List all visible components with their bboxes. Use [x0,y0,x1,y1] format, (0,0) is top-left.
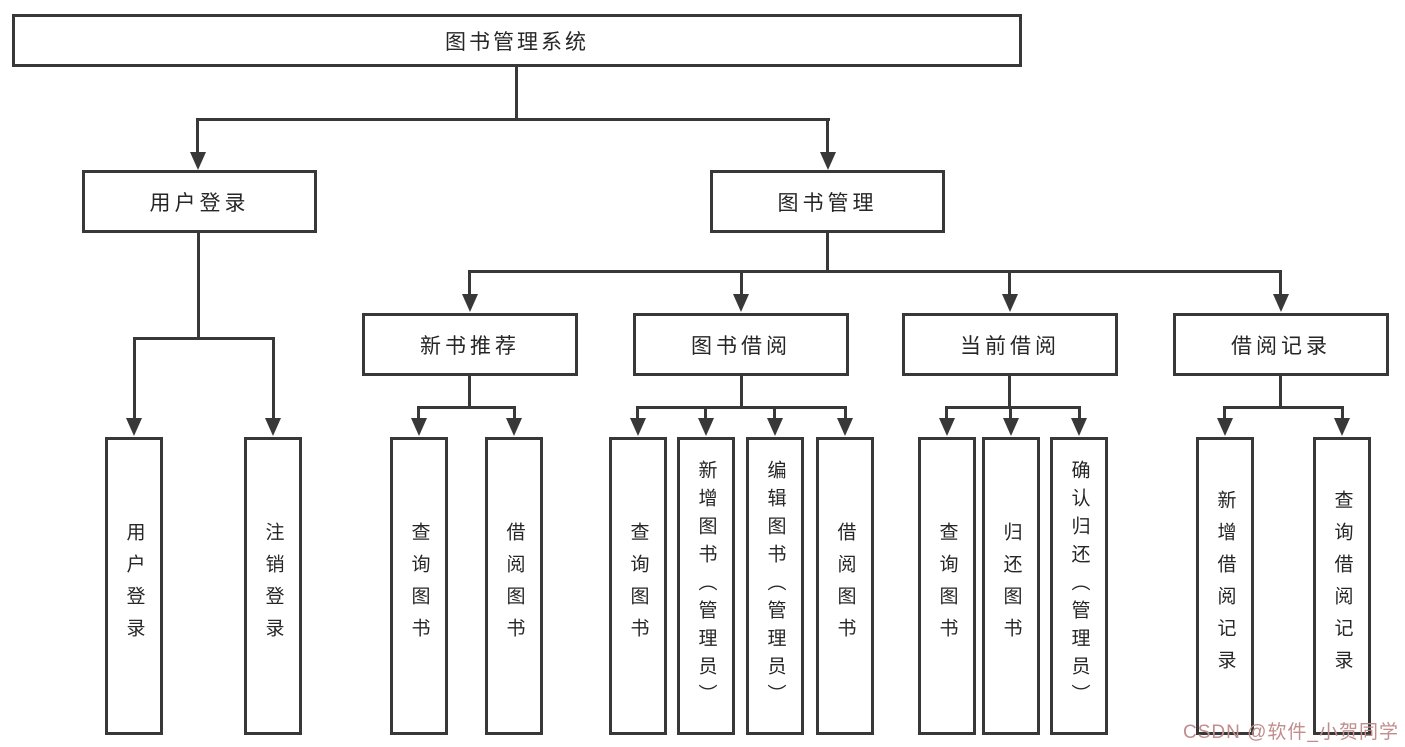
leaf-query-book-current: 查询图书 [918,437,976,735]
leaf-edit-book-admin: 编辑图书（管理员） [746,437,804,735]
leaf-query-book-borrow: 查询图书 [609,437,667,735]
arrowhead-down-icon [126,418,142,436]
connector-shaft [844,406,847,420]
connector-shaft [826,118,829,154]
leaf-add-book-admin: 新增图书（管理员） [677,437,735,735]
arrowhead-down-icon [698,418,714,436]
connector-shaft [1223,406,1226,420]
arrowhead-down-icon [1071,418,1087,436]
connector-stem [1008,376,1011,409]
leaf-label: 用户登录 [123,522,145,650]
connector-crossbar [133,337,275,340]
node-user-login: 用户登录 [82,170,317,233]
connector-shaft [1279,270,1282,296]
connector-shaft [945,406,948,420]
arrowhead-down-icon [837,418,853,436]
connector-shaft [513,406,516,420]
connector-shaft [1341,406,1344,420]
arrowhead-down-icon [265,418,281,436]
leaf-query-book-recommend: 查询图书 [390,437,448,735]
leaf-return-book: 归还图书 [982,437,1040,735]
connector-stem [826,233,829,273]
connector-shaft [196,118,199,154]
arrowhead-down-icon [767,418,783,436]
leaf-logout: 注销登录 [244,437,302,735]
node-borrow-records: 借阅记录 [1173,313,1389,376]
arrowhead-down-icon [1003,418,1019,436]
arrowhead-down-icon [1217,418,1233,436]
connector-crossbar [945,406,1081,409]
leaf-label: 注销登录 [262,522,284,650]
connector-stem [1279,376,1282,409]
connector-shaft [417,406,420,420]
leaf-label: 查询图书 [627,522,649,650]
connector-shaft [636,406,639,420]
connector-crossbar [636,406,847,409]
arrowhead-down-icon [462,294,478,312]
leaf-label: 编辑图书（管理员） [764,460,786,712]
leaf-confirm-return-admin: 确认归还（管理员） [1050,437,1108,735]
connector-crossbar [468,270,1282,273]
connector-shaft [1008,270,1011,296]
connector-root-stem [515,67,518,121]
arrowhead-down-icon [630,418,646,436]
connector-shaft [468,270,471,296]
connector-shaft [704,406,707,420]
arrowhead-down-icon [733,294,749,312]
connector-crossbar [1223,406,1344,409]
connector-stem [468,376,471,409]
leaf-borrow-book-borrow: 借阅图书 [816,437,874,735]
arrowhead-down-icon [1002,294,1018,312]
connector-stem [740,376,743,409]
node-book-management: 图书管理 [710,170,945,233]
connector-shaft [1078,406,1081,420]
leaf-label: 查询借阅记录 [1331,490,1353,682]
arrowhead-down-icon [506,418,522,436]
leaf-label: 新增借阅记录 [1214,490,1236,682]
connector-root-crossbar [196,118,830,121]
leaf-add-borrow-record: 新增借阅记录 [1196,437,1254,735]
leaf-label: 借阅图书 [834,522,856,650]
leaf-user-login: 用户登录 [105,437,163,735]
connector-shaft [1009,406,1012,420]
connector-shaft [740,270,743,296]
leaf-label: 查询图书 [936,522,958,650]
leaf-label: 新增图书（管理员） [695,460,717,712]
connector-shaft [272,337,275,418]
leaf-label: 查询图书 [408,522,430,650]
arrowhead-down-icon [1334,418,1350,436]
leaf-label: 归还图书 [1000,522,1022,650]
connector-crossbar [417,406,516,409]
node-new-book-recommend: 新书推荐 [362,313,578,376]
arrowhead-down-icon [411,418,427,436]
leaf-label: 确认归还（管理员） [1068,460,1090,712]
node-root: 图书管理系统 [12,14,1022,67]
csdn-watermark: CSDN @软件_小贺同学 [1183,722,1399,743]
leaf-borrow-book-recommend: 借阅图书 [485,437,543,735]
leaf-label: 借阅图书 [503,522,525,650]
connector-stem [197,233,200,339]
connector-shaft [773,406,776,420]
connector-shaft [133,337,136,418]
leaf-query-borrow-record: 查询借阅记录 [1313,437,1371,735]
arrowhead-down-icon [939,418,955,436]
arrowhead-down-icon [1273,294,1289,312]
arrowhead-down-icon [190,152,206,170]
arrowhead-down-icon [820,152,836,170]
node-current-borrow: 当前借阅 [902,313,1118,376]
node-book-borrow: 图书借阅 [633,313,849,376]
